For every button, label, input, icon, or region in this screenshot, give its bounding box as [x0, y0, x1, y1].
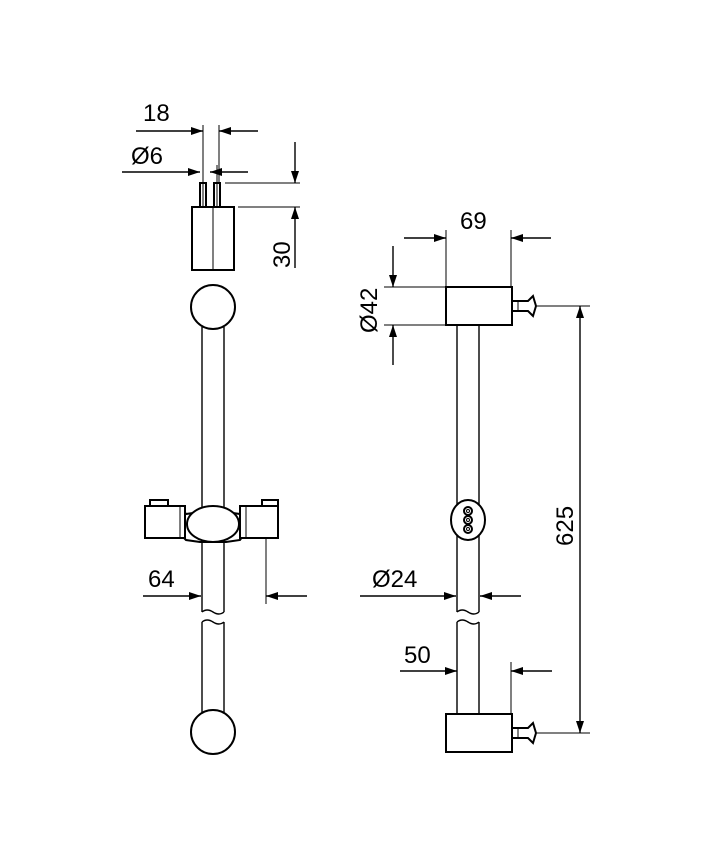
top-wall-mount-side — [445, 286, 538, 326]
dimension-label-d24: Ø24 — [372, 566, 417, 593]
front-view: 18 Ø6 30 — [122, 100, 307, 755]
dimension-label-50: 50 — [404, 642, 431, 669]
bar-side-lower — [456, 619, 480, 714]
bottom-wall-mount-side — [445, 713, 538, 753]
dimension-d42: Ø42 — [356, 246, 446, 365]
dimension-50: 50 — [400, 642, 552, 714]
dimension-30: 30 — [225, 142, 300, 268]
top-cap-front — [190, 284, 236, 330]
dimension-d6: Ø6 — [122, 143, 248, 176]
dimension-label-d42: Ø42 — [356, 288, 383, 333]
dimension-label-64: 64 — [148, 566, 175, 593]
dimension-69: 69 — [404, 208, 551, 287]
bottom-cap-front — [190, 709, 236, 755]
dimension-label-69: 69 — [460, 208, 487, 235]
dimension-label-18: 18 — [143, 100, 170, 127]
side-view: 69 Ø42 Ø24 — [356, 208, 590, 753]
slider-front — [144, 499, 279, 543]
bar-side-upper — [456, 325, 480, 615]
bar-front-upper — [201, 327, 225, 615]
wall-bracket-front — [191, 165, 235, 271]
slider-side — [450, 499, 486, 541]
dimension-label-30: 30 — [269, 241, 296, 268]
dimension-64: 64 — [143, 538, 307, 604]
dimension-label-625: 625 — [552, 506, 579, 546]
dimension-d24: Ø24 — [360, 566, 521, 600]
dimension-625: 625 — [536, 305, 590, 734]
bar-front-lower — [201, 619, 225, 718]
dimension-label-d6: Ø6 — [131, 143, 163, 170]
